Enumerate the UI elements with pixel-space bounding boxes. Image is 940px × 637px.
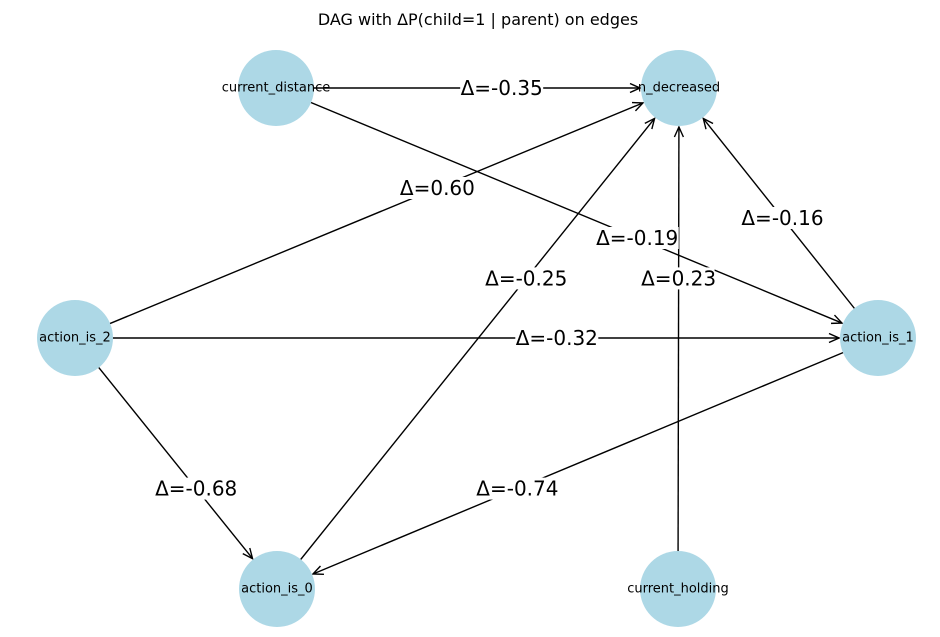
edge-label-group: Δ=0.23	[641, 266, 716, 290]
edge-label-background	[642, 267, 715, 290]
node-label: action_is_2	[39, 331, 111, 346]
node-label: current_holding	[627, 582, 729, 597]
edge-labels-layer: Δ=-0.35Δ=0.60Δ=-0.19 Δ=-0.16Δ=-0.25 Δ=0.23…	[154, 76, 824, 501]
edge-label-background	[515, 327, 599, 349]
edge-action_is_2-to-action_is_0	[74, 337, 253, 559]
edge-label-group: Δ=-0.35	[460, 76, 544, 100]
edge-label: Δ=0.23	[641, 266, 716, 290]
node-current_holding: current_holding	[627, 551, 729, 627]
edge-label: Δ=-0.74	[476, 477, 558, 501]
node-circle	[840, 300, 916, 376]
edge-label-group: Δ=-0.25	[484, 266, 568, 290]
edge-label-background	[401, 177, 474, 199]
edge-label-background	[484, 267, 568, 290]
edge-label-background	[595, 227, 679, 249]
edge-action_is_1-to-action_is_0	[313, 337, 879, 574]
edge-action_is_0-to-decreased	[276, 118, 655, 590]
edge-label: Δ=-0.32	[516, 326, 598, 350]
node-action_is_1: action_is_1	[840, 300, 916, 376]
edge-label: Δ=-0.68	[155, 477, 237, 501]
edge-label-background	[475, 477, 559, 500]
node-circle	[640, 551, 716, 627]
edge-label-group: Δ=-0.16	[740, 206, 824, 230]
edge-label-group: Δ=-0.32	[515, 326, 599, 350]
edge-label: Δ=-0.19	[596, 226, 678, 250]
node-action_is_2: action_is_2	[37, 300, 113, 376]
node-circle	[238, 50, 314, 126]
node-label: current_distance	[222, 81, 330, 96]
figure-title: DAG with ΔP(child=1 | parent) on edges	[318, 10, 638, 29]
edge-current_holding-to-decreased	[678, 127, 679, 590]
node-decreased: n_decreased	[638, 50, 720, 126]
node-circle	[37, 300, 113, 376]
edge-label: Δ=-0.25	[485, 266, 567, 290]
edge-current_distance-to-action_is_1	[275, 87, 842, 323]
edge-label-background	[460, 77, 544, 99]
edge-label-background	[740, 207, 824, 229]
node-label: action_is_0	[241, 582, 313, 597]
node-current_distance: current_distance	[222, 50, 330, 126]
edge-label: Δ=-0.35	[461, 76, 543, 100]
edge-label-group: Δ=-0.74	[475, 477, 559, 501]
node-action_is_0: action_is_0	[239, 551, 315, 627]
edge-label-background	[154, 477, 238, 500]
edge-label-group: Δ=0.60	[400, 176, 475, 200]
node-label: n_decreased	[638, 81, 720, 96]
edge-label-group: Δ=-0.68	[154, 477, 238, 501]
edge-action_is_2-to-decreased	[74, 103, 643, 339]
node-circle	[239, 551, 315, 627]
edge-label: Δ=0.60	[400, 176, 475, 200]
edge-label: Δ=-0.16	[741, 206, 823, 230]
edges-layer	[74, 87, 879, 590]
node-label: action_is_1	[842, 331, 914, 346]
edge-label-group: Δ=-0.19	[595, 226, 679, 250]
node-circle	[641, 50, 717, 126]
